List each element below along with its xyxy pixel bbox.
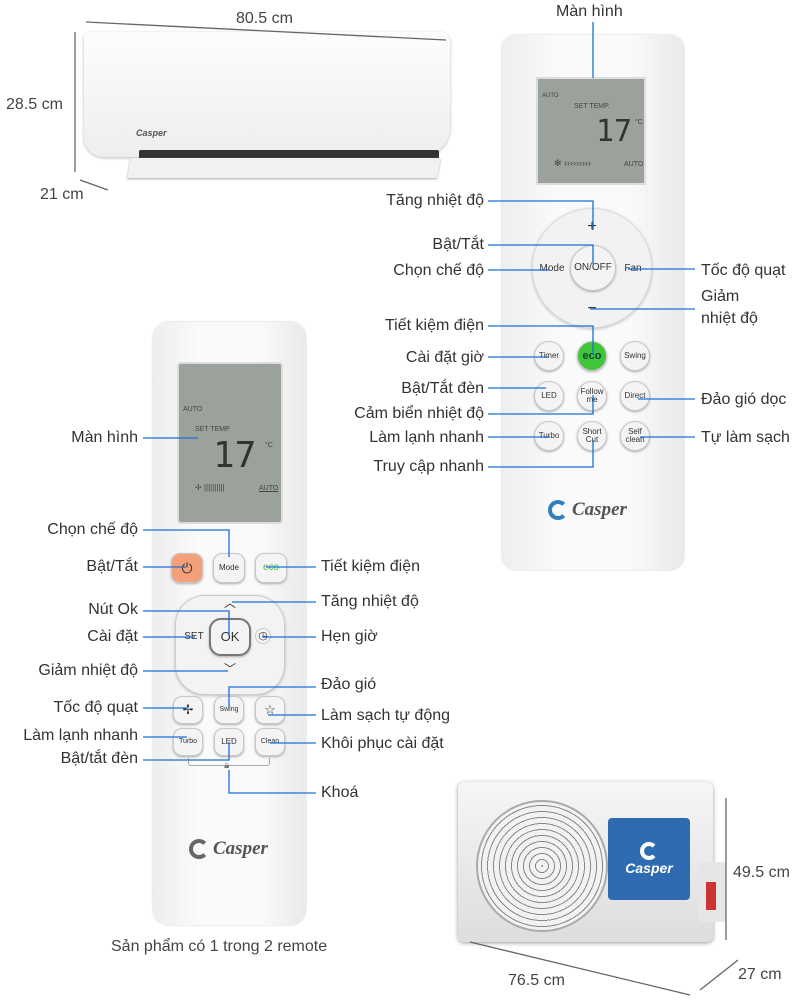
turbo-button[interactable]: Turbo: [534, 421, 564, 451]
auto-clean-star-button[interactable]: ☆: [255, 696, 285, 724]
indoor-logo: Casper: [136, 128, 167, 138]
self-clean-button[interactable]: Self clean: [620, 421, 650, 451]
r1-label-selfclean: Tự làm sạch: [701, 429, 790, 446]
outdoor-logo: Casper: [625, 860, 673, 876]
r2-label-autoclean: Làm sạch tự động: [321, 707, 451, 724]
led-button[interactable]: LED: [534, 381, 564, 411]
r2-label-led: Bật/tắt đèn: [60, 750, 138, 767]
swing-button[interactable]: Swing: [620, 341, 650, 371]
mode-button[interactable]: Mode: [213, 553, 245, 583]
outdoor-unit: Casper: [458, 772, 728, 952]
r1-label-sensor: Cảm biển nhiệt độ: [354, 405, 484, 422]
r2-label-power: Bật/Tắt: [86, 558, 138, 575]
remote2-lcd-auto: AUTO: [183, 406, 203, 413]
line-r1-temp-up: [488, 200, 594, 230]
remote1-lcd-fanauto: AUTO: [624, 161, 644, 168]
line-r1-power: [488, 244, 594, 264]
r2-label-timer: Hẹn giờ: [321, 628, 378, 645]
fan-icon: ✻ ›››››››››: [554, 158, 592, 168]
r2-label-ok: Nút Ok: [88, 601, 138, 618]
temp-down-button[interactable]: ﹀: [223, 662, 236, 676]
r2-label-reset: Khôi phục cài đặt: [321, 735, 444, 752]
r1-label-mode: Chọn chế độ: [393, 262, 484, 279]
r1-label-temp-down-1: Giảm: [701, 288, 740, 305]
ok-button[interactable]: OK: [209, 618, 251, 656]
line-r2-lock: [228, 770, 316, 794]
remote-caption: Sản phẩm có 1 trong 2 remote: [111, 938, 328, 955]
remote1-lcd-temp: 17: [596, 114, 633, 149]
r1-label-temp-down-2: nhiệt độ: [701, 310, 758, 327]
dim-line-indoor-width: [85, 21, 447, 41]
dim-indoor-depth: 21 cm: [40, 186, 84, 203]
turbo-button[interactable]: Turbo: [173, 728, 203, 756]
dim-indoor-height: 28.5 cm: [6, 96, 63, 113]
remote-2: AUTO SET TEMP 17 °C ✢ |||||||||| AUTO ⏻ …: [153, 322, 306, 925]
r2-label-screen: Màn hình: [71, 429, 138, 446]
fan-grille: [476, 800, 608, 932]
dim-outdoor-depth: 27 cm: [738, 966, 782, 983]
dim-outdoor-height: 49.5 cm: [733, 864, 790, 881]
r2-label-eco: Tiết kiệm điện: [321, 558, 420, 575]
r2-label-mode: Chọn chế độ: [47, 521, 138, 538]
shortcut-button[interactable]: Short Cut: [577, 421, 607, 451]
r1-label-shortcut: Truy cập nhanh: [373, 458, 484, 475]
remote2-lcd-unit: °C: [265, 442, 273, 449]
remote2-lcd-settemp: SET TEMP: [195, 426, 230, 433]
timer-button[interactable]: Timer: [534, 341, 564, 371]
r1-label-fan-speed: Tốc độ quạt: [701, 262, 786, 279]
temp-up-button[interactable]: +: [587, 218, 597, 235]
remote1-logo: Casper: [548, 499, 627, 521]
r2-label-fan-speed: Tốc độ quạt: [53, 699, 139, 716]
fan-icon: ✢ ||||||||||: [195, 483, 225, 492]
indoor-unit: Casper: [84, 32, 450, 182]
remote2-screen: AUTO SET TEMP 17 °C ✢ |||||||||| AUTO: [177, 362, 283, 524]
mode-button[interactable]: Mode: [539, 263, 565, 274]
dim-indoor-width: 80.5 cm: [236, 10, 293, 27]
remote1-screen: AUTO SET TEMP. 17 °C ✻ ››››››››› AUTO: [536, 77, 646, 185]
dim-line-outdoor-width: [469, 941, 691, 996]
follow-me-button[interactable]: Follow me: [577, 381, 607, 411]
lock-icon: 🔒︎: [224, 760, 230, 771]
remote1-lcd-auto: AUTO: [542, 93, 559, 99]
r1-label-eco: Tiết kiệm điện: [385, 317, 484, 334]
r1-label-screen: Màn hình: [556, 3, 623, 20]
r2-label-temp-up: Tăng nhiệt độ: [321, 593, 419, 610]
r2-label-turbo: Làm lạnh nhanh: [23, 727, 138, 744]
r2-label-set: Cài đặt: [87, 628, 138, 645]
dim-line-indoor-depth: [79, 179, 109, 191]
remote1-lcd-unit: °C: [635, 119, 643, 126]
power-button[interactable]: ⏻: [171, 553, 203, 583]
timer-clock-icon[interactable]: ◷: [255, 628, 271, 644]
line-r2-ok: [143, 610, 230, 636]
r1-label-power: Bật/Tắt: [432, 236, 484, 253]
remote1-lcd-settemp: SET TEMP.: [574, 103, 610, 110]
r2-label-swing: Đảo gió: [321, 676, 377, 693]
clean-button[interactable]: Clean: [255, 728, 285, 756]
remote2-lcd-temp: 17: [213, 435, 257, 476]
r1-label-turbo: Làm lạnh nhanh: [369, 429, 484, 446]
remote2-lcd-fanauto: AUTO: [259, 485, 279, 492]
dim-line-outdoor-depth: [699, 959, 739, 991]
line-r1-shortcut: [488, 440, 594, 468]
r1-label-temp-up: Tăng nhiệt độ: [386, 192, 484, 209]
line-r2-led: [143, 742, 230, 761]
dim-outdoor-width: 76.5 cm: [508, 972, 565, 989]
remote2-brand: Casper: [213, 838, 268, 859]
line-r1-sensor: [488, 395, 594, 415]
line-r2-swing: [228, 686, 316, 707]
r1-label-timer: Cài đặt giờ: [405, 349, 484, 366]
remote1-brand: Casper: [572, 499, 627, 520]
fan-speed-button[interactable]: ✢: [173, 696, 203, 724]
eco-button[interactable]: eco: [577, 341, 607, 371]
r2-label-lock: Khoá: [321, 784, 359, 801]
r1-label-direct: Đảo gió dọc: [701, 391, 787, 408]
line-r2-mode: [143, 529, 230, 557]
direct-button[interactable]: Direct: [620, 381, 650, 411]
r2-label-temp-down: Giảm nhiệt độ: [38, 662, 138, 679]
remote-1: AUTO SET TEMP. 17 °C ✻ ››››››››› AUTO + …: [502, 35, 684, 570]
remote2-logo: Casper: [189, 838, 268, 860]
r1-label-led: Bật/Tắt đèn: [401, 380, 484, 397]
temp-up-button[interactable]: ︿: [223, 596, 236, 610]
line-r1-eco: [488, 325, 594, 355]
